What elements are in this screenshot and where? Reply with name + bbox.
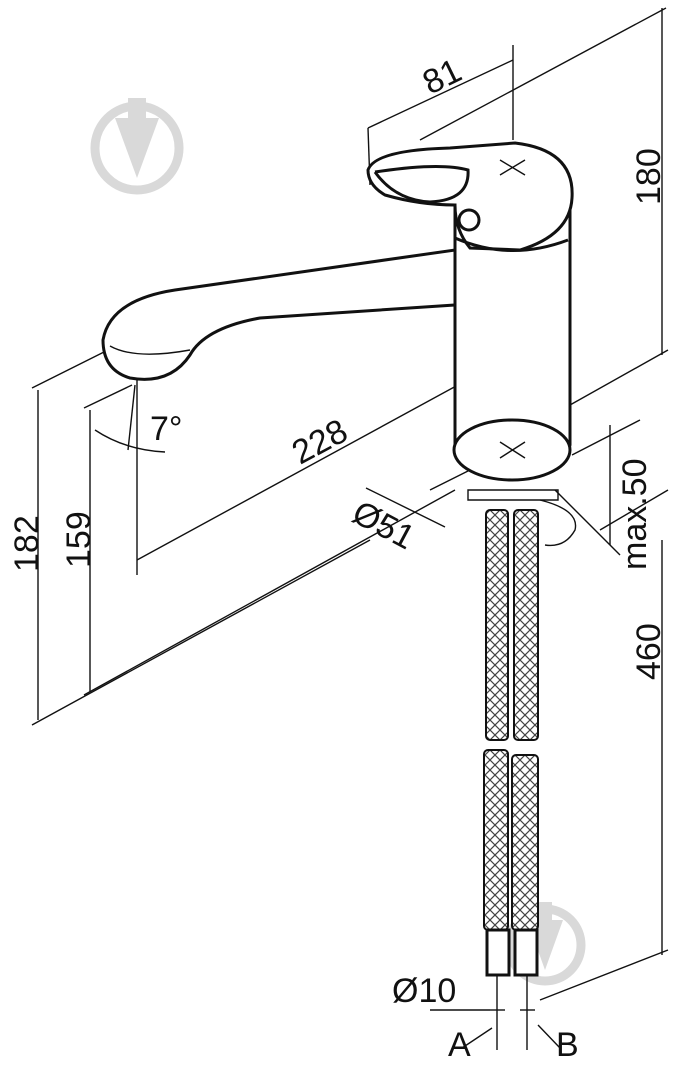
dimension-182: 182	[8, 349, 371, 726]
watermark-logo-top	[90, 98, 184, 195]
dim-180-text: 180	[630, 148, 668, 205]
dim-81-text: 81	[417, 51, 468, 102]
label-b-text: B	[556, 1026, 579, 1064]
angle-text: 7°	[150, 410, 183, 448]
dimension-dia10: Ø10	[392, 972, 490, 1011]
angle-7-degrees: 7°	[94, 384, 183, 453]
dim-460-text: 460	[630, 623, 668, 680]
faucet-body	[101, 141, 577, 547]
dimension-460: 460	[539, 489, 669, 1001]
dim-max50-text: max.50	[616, 459, 654, 571]
dimension-max50: max.50	[554, 419, 654, 571]
dim-dia10-text: Ø10	[392, 972, 456, 1010]
dimension-180: 180	[419, 7, 669, 406]
label-b: B	[537, 1024, 579, 1064]
dim-159-text: 159	[60, 511, 98, 568]
dim-182-text: 182	[8, 515, 46, 572]
supply-hoses	[483, 509, 539, 1050]
dimension-dia51: Ø51	[346, 469, 471, 557]
label-a-text: A	[448, 1026, 471, 1064]
dimension-159: 159	[60, 384, 456, 696]
dim-228-text: 228	[286, 412, 354, 472]
label-a: A	[448, 1026, 493, 1064]
